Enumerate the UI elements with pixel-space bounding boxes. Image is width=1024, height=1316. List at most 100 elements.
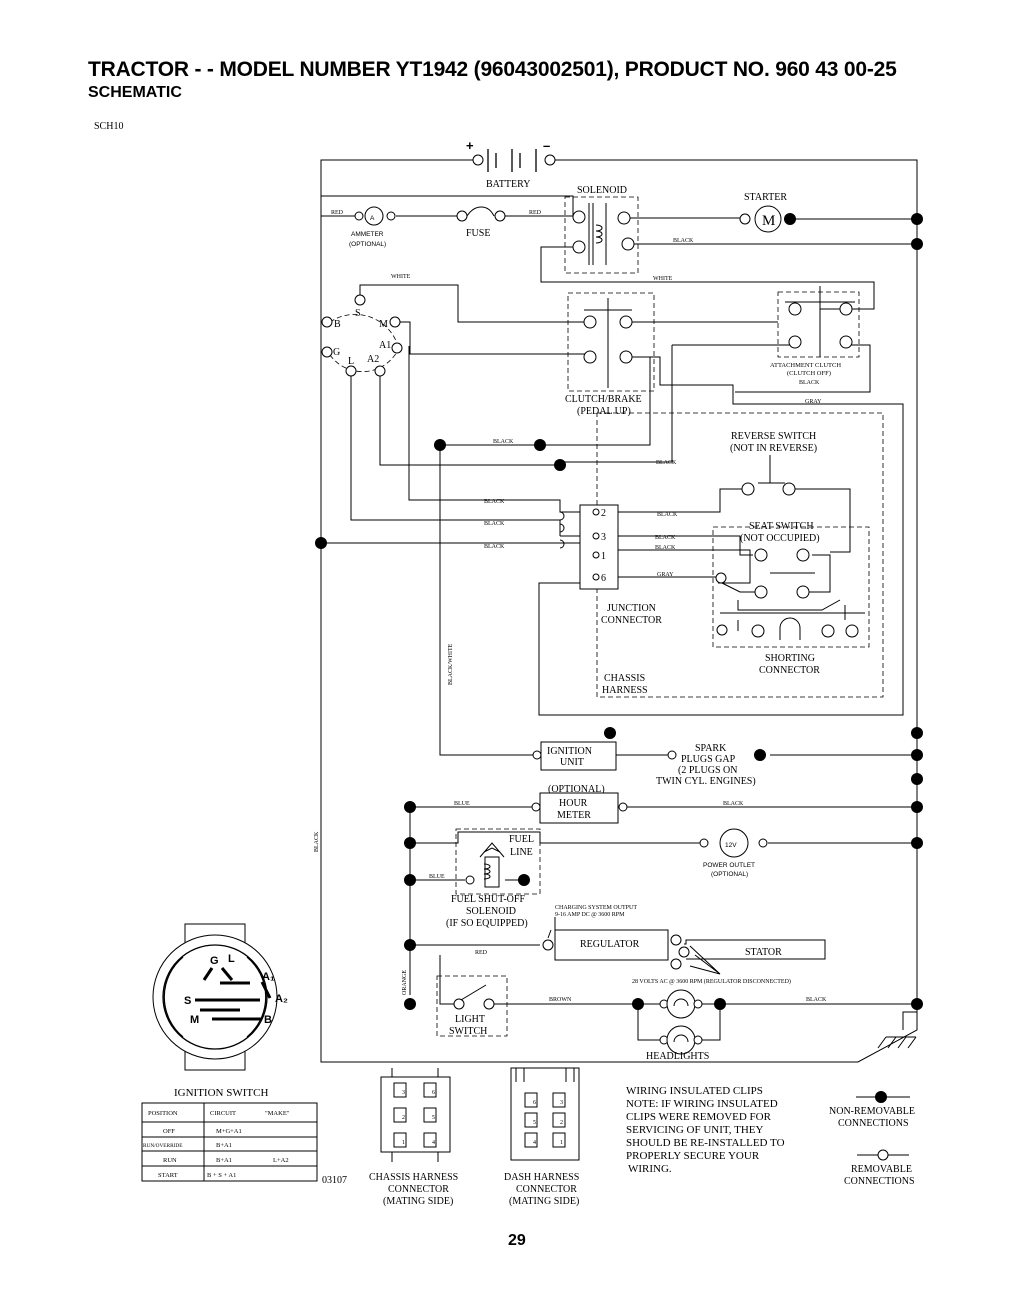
wire-black-white: BLACK/WHITE <box>448 643 454 685</box>
wire-black-attachment: BLACK <box>799 380 820 386</box>
ammeter-label: AMMETER <box>351 231 384 238</box>
wire-black-6: BLACK <box>657 512 678 518</box>
dash-pin-e: 4 <box>533 1140 536 1146</box>
hour-meter: (OPTIONAL) HOUR METER <box>531 784 628 824</box>
power-outlet-symbol: 12V <box>725 842 737 849</box>
table-row-2-circuit: B+A1 <box>216 1142 232 1149</box>
legend-removable-1: REMOVABLE <box>851 1164 912 1175</box>
ignition-switch-face: G L A₁ A₂ S M B <box>152 923 288 1071</box>
spark-plugs-line4: TWIN CYL. ENGINES) <box>656 776 756 787</box>
wire-gray-attachment: GRAY <box>805 399 822 405</box>
terminal-b: B <box>334 319 341 330</box>
regulator-label: REGULATOR <box>580 939 640 950</box>
legend-non-removable-2: CONNECTIONS <box>838 1118 909 1129</box>
figure-code: 03107 <box>322 1175 347 1186</box>
dash-pin-c: 5 <box>533 1120 536 1126</box>
note-line1: WIRING INSULATED CLIPS <box>626 1085 763 1097</box>
light-switch: LIGHT SWITCH <box>436 975 508 1037</box>
note-line4: SERVICING OF UNIT, THEY <box>626 1124 763 1136</box>
shorting-connector-line1: SHORTING <box>765 653 815 664</box>
dash-pin-b: 3 <box>560 1100 563 1106</box>
fuel-line-line2: LINE <box>510 847 533 858</box>
battery: + – BATTERY <box>466 138 556 190</box>
wire-black-4: BLACK <box>484 521 505 527</box>
attachment-clutch-line2: (CLUTCH OFF) <box>787 370 831 377</box>
starter-symbol: M <box>762 213 775 229</box>
regulator: CHARGING SYSTEM OUTPUT 9-16 AMP DC @ 360… <box>542 905 791 985</box>
attachment-clutch-line1: ATTACHMENT CLUTCH <box>770 362 841 369</box>
dash-harness-connector: 6 3 5 2 4 1 DASH HARNESS CONNECTOR (MATI… <box>504 1067 580 1207</box>
dash-pin-d: 2 <box>560 1120 563 1126</box>
terminal-a2: A2 <box>367 354 379 365</box>
hour-meter-optional: (OPTIONAL) <box>548 784 605 795</box>
stator-label: STATOR <box>745 947 782 958</box>
terminal-g: G <box>333 347 340 358</box>
battery-minus: – <box>543 138 550 153</box>
hour-meter-line1: HOUR <box>559 798 588 809</box>
solenoid-label: SOLENOID <box>577 185 627 196</box>
ignition-switch-terminals: S M B A1 G L A2 <box>321 294 403 377</box>
chassis-connector-line2: CONNECTOR <box>388 1184 449 1195</box>
solenoid: SOLENOID <box>564 185 639 274</box>
face-s: S <box>184 995 191 1007</box>
wire-blue-hour: BLUE <box>454 801 470 807</box>
reverse-switch: REVERSE SWITCH (NOT IN REVERSE) <box>730 431 817 496</box>
chassis-pin-c: 2 <box>402 1115 405 1121</box>
table-row-4-circuit: B + S + A1 <box>207 1172 236 1179</box>
battery-label: BATTERY <box>486 179 530 190</box>
table-row-3-extra: L+A2 <box>273 1157 289 1164</box>
fuel-line-line1: FUEL <box>509 834 534 845</box>
light-switch-line2: SWITCH <box>449 1026 487 1037</box>
reverse-switch-line2: (NOT IN REVERSE) <box>730 443 817 454</box>
wiring-note: WIRING INSULATED CLIPS NOTE: IF WIRING I… <box>626 1085 785 1175</box>
wire-black-7: BLACK <box>655 535 676 541</box>
attachment-clutch-switch: ATTACHMENT CLUTCH (CLUTCH OFF) BLACK GRA… <box>770 286 860 405</box>
starter-label: STARTER <box>744 192 787 203</box>
ignition-unit: IGNITION UNIT SPARK PLUGS GAP (2 PLUGS O… <box>532 741 766 787</box>
hour-meter-line2: METER <box>557 810 591 821</box>
seat-switch: SEAT SWITCH (NOT OCCUPIED) SHORTING CONN… <box>715 521 865 676</box>
page-subtitle: SCHEMATIC <box>88 84 182 101</box>
table-header-position: POSITION <box>148 1110 178 1117</box>
seat-switch-line2: (NOT OCCUPIED) <box>740 533 820 544</box>
note-line6: PROPERLY SECURE YOUR <box>626 1150 760 1162</box>
ammeter: A AMMETER (OPTIONAL) RED <box>331 206 396 248</box>
wire-brown: BROWN <box>549 997 572 1003</box>
dash-connector-line1: DASH HARNESS <box>504 1172 579 1183</box>
chassis-connector-line3: (MATING SIDE) <box>383 1196 453 1207</box>
fuse: FUSE RED <box>456 206 542 239</box>
fuse-label: FUSE <box>466 228 490 239</box>
junction-pin-3: 1 <box>601 551 606 562</box>
table-header-make: "MAKE" <box>265 1110 290 1117</box>
clutch-brake-line2: (PEDAL UP) <box>577 406 631 417</box>
battery-plus: + <box>466 138 474 153</box>
junction-connector: 2 3 1 6 JUNCTION CONNECTOR CHASSIS HARNE… <box>559 504 662 696</box>
table-row-4-position: START <box>158 1172 178 1179</box>
clutch-brake-line1: CLUTCH/BRAKE <box>565 394 642 405</box>
wire-blue-fuel: BLUE <box>429 874 445 880</box>
wire-black-3: BLACK <box>484 499 505 505</box>
schematic-code: SCH10 <box>94 121 124 132</box>
spark-plugs-line2: PLUGS GAP <box>681 754 736 765</box>
connection-dots <box>315 213 923 1010</box>
legend-non-removable-1: NON-REMOVABLE <box>829 1106 915 1117</box>
wire-orange: ORANGE <box>402 970 408 995</box>
face-l: L <box>228 953 235 965</box>
wire-black-2: BLACK <box>656 460 677 466</box>
shorting-connector-boundary <box>712 526 870 648</box>
face-g: G <box>210 955 219 967</box>
stator-note: 28 VOLTS AC @ 3600 RPM (REGULATOR DISCON… <box>632 978 791 985</box>
dash-pin-f: 1 <box>560 1140 563 1146</box>
chassis-harness-boundary <box>596 412 884 698</box>
wire-red-ammeter: RED <box>331 210 344 216</box>
note-line2: NOTE: IF WIRING INSULATED <box>626 1098 778 1110</box>
note-line3: CLIPS WERE REMOVED FOR <box>626 1111 772 1123</box>
terminal-m: M <box>379 319 388 330</box>
wire-black-hour: BLACK <box>723 801 744 807</box>
table-row-3-position: RUN <box>163 1157 177 1164</box>
starter-motor: STARTER M BLACK WHITE WHITE <box>391 192 796 282</box>
page-title: TRACTOR - - MODEL NUMBER YT1942 (9604300… <box>88 58 897 81</box>
junction-line2: CONNECTOR <box>601 615 662 626</box>
chassis-pin-f: 4 <box>432 1140 435 1146</box>
